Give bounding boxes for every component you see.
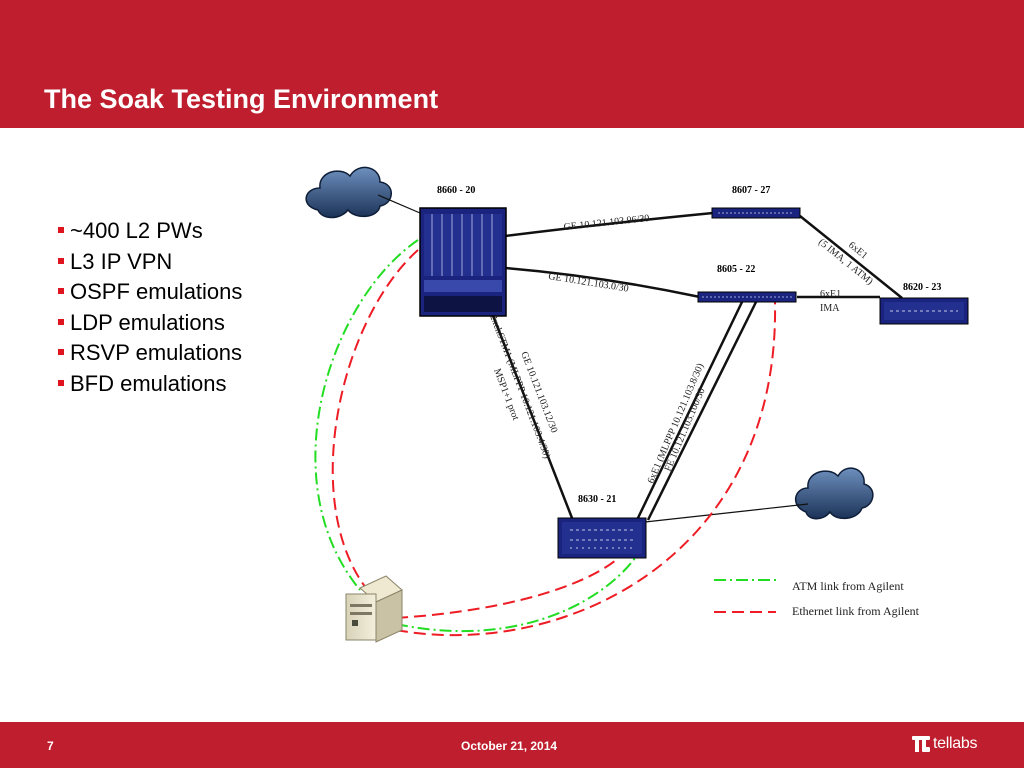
bullet-marker: [58, 349, 64, 356]
agilent-links: [314, 239, 777, 637]
ethernet-link: [331, 249, 419, 589]
tellabs-logo-icon: [912, 736, 930, 752]
cloud-icon: [795, 467, 874, 520]
bullet-item: RSVP emulations: [58, 338, 242, 369]
footer-date: October 21, 2014: [461, 739, 558, 753]
link-label: GE 10.121.103.0/30: [548, 271, 630, 295]
ethernet-link: [395, 545, 631, 619]
router-8620: [879, 297, 969, 325]
bullet-item: L3 IP VPN: [58, 247, 242, 278]
server-icon: [345, 575, 403, 643]
ethernet-link: [395, 301, 777, 637]
bullet-marker: [58, 288, 64, 295]
bullet-item: ~400 L2 PWs: [58, 216, 242, 247]
router-8607: [711, 207, 801, 219]
router-8660: [419, 207, 507, 317]
link-mlppp8: [635, 301, 744, 521]
page-number: 7: [47, 739, 54, 753]
cloud-link: [644, 503, 809, 523]
tellabs-logo: tellabs: [912, 735, 977, 753]
link-label: 6xE1: [820, 289, 841, 300]
bullet-item: BFD emulations: [58, 369, 242, 400]
router-8605: [697, 291, 797, 303]
logo-text: tellabs: [933, 735, 978, 752]
bullet-text: BFD emulations: [70, 370, 227, 396]
link-8660-8630: [490, 312, 574, 519]
link-label: GE 10.121.103.96/30: [563, 213, 650, 233]
node-label: 8605 - 22: [717, 264, 755, 275]
bullet-marker: [58, 257, 64, 264]
legend-label-ethernet: Ethernet link from Agilent: [792, 604, 920, 618]
node-label: 8607 - 27: [732, 185, 770, 196]
slide-title: The Soak Testing Environment: [44, 84, 439, 114]
bullet-text: L3 IP VPN: [70, 248, 173, 274]
atm-link: [395, 547, 643, 633]
node-label: 8630 - 21: [578, 494, 616, 505]
bullet-list: ~400 L2 PWs L3 IP VPN OSPF emulations LD…: [58, 216, 242, 400]
bullet-text: ~400 L2 PWs: [70, 218, 203, 243]
link-ge96: [504, 211, 714, 238]
legend-label-atm: ATM link from Agilent: [792, 579, 904, 593]
bullet-item: LDP emulations: [58, 308, 242, 339]
atm-link: [314, 239, 419, 591]
bullet-text: RSVP emulations: [70, 340, 243, 366]
bullet-marker: [58, 227, 64, 233]
network-links: [377, 194, 903, 523]
link-8607-8620: [799, 215, 903, 299]
footer-bar: [0, 722, 1024, 768]
router-8630: [557, 517, 647, 559]
node-label: 8660 - 20: [437, 185, 475, 196]
bullet-marker: [58, 318, 64, 325]
link-ge0: [504, 266, 701, 299]
bullet-text: OSPF emulations: [70, 279, 243, 305]
link-label: (5 IMA, 1 ATM): [816, 237, 875, 288]
legend: ATM link from Agilent Ethernet link from…: [714, 579, 920, 618]
cloud-icon: [305, 166, 392, 219]
cloud-link: [377, 194, 421, 214]
title-bar: [0, 0, 1024, 128]
link-fe100: [646, 301, 758, 521]
bullet-text: LDP emulations: [70, 309, 225, 335]
link-label: IMA: [820, 303, 840, 314]
node-label: 8620 - 23: [903, 282, 941, 293]
bullet-item: OSPF emulations: [58, 277, 242, 308]
bullet-marker: [58, 379, 64, 386]
